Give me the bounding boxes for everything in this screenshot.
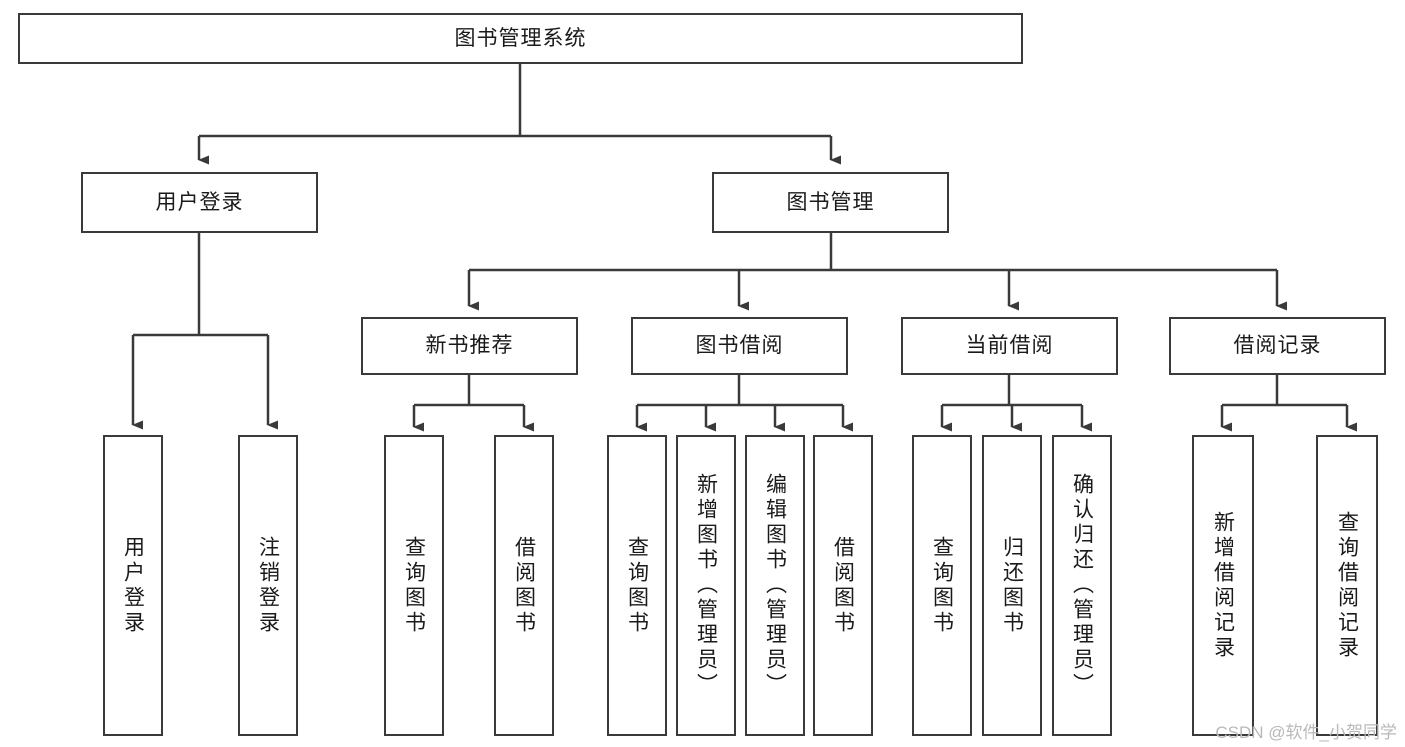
node-user-login[interactable]: 用户登录 — [81, 172, 318, 233]
leaf-borrow-book-1-label: 借阅图书 — [512, 535, 536, 636]
leaf-query-book-3-label: 查询图书 — [930, 535, 954, 636]
node-book-manage-label: 图书管理 — [786, 190, 875, 214]
leaf-return-book[interactable]: 归还图书 — [982, 435, 1042, 736]
node-book-borrow-label: 图书借阅 — [695, 334, 784, 358]
watermark: CSDN @软件_小贺同学 — [1215, 723, 1397, 742]
leaf-borrow-book-1[interactable]: 借阅图书 — [494, 435, 554, 736]
leaf-add-record-label: 新增借阅记录 — [1211, 510, 1235, 661]
leaf-add-record[interactable]: 新增借阅记录 — [1192, 435, 1254, 736]
node-root[interactable]: 图书管理系统 — [18, 13, 1023, 64]
leaf-query-record-label: 查询借阅记录 — [1335, 510, 1359, 661]
leaf-query-book-3[interactable]: 查询图书 — [912, 435, 972, 736]
leaf-user-logout-label: 注销登录 — [256, 535, 280, 636]
leaf-query-record[interactable]: 查询借阅记录 — [1316, 435, 1378, 736]
node-book-manage[interactable]: 图书管理 — [712, 172, 949, 233]
leaf-query-book-2[interactable]: 查询图书 — [607, 435, 667, 736]
node-new-book-recommend[interactable]: 新书推荐 — [361, 317, 578, 375]
node-current-borrow-label: 当前借阅 — [965, 334, 1054, 358]
leaf-borrow-book-2[interactable]: 借阅图书 — [813, 435, 873, 736]
node-borrow-record[interactable]: 借阅记录 — [1169, 317, 1386, 375]
leaf-user-logout[interactable]: 注销登录 — [238, 435, 298, 736]
node-new-book-recommend-label: 新书推荐 — [425, 334, 514, 358]
leaf-confirm-return-label: 确认归还（管理员） — [1070, 473, 1094, 698]
leaf-add-book-label: 新增图书（管理员） — [694, 473, 718, 698]
leaf-return-book-label: 归还图书 — [1000, 535, 1024, 636]
leaf-user-login[interactable]: 用户登录 — [103, 435, 163, 736]
node-current-borrow[interactable]: 当前借阅 — [901, 317, 1118, 375]
leaf-borrow-book-2-label: 借阅图书 — [831, 535, 855, 636]
leaf-confirm-return[interactable]: 确认归还（管理员） — [1052, 435, 1112, 736]
node-borrow-record-label: 借阅记录 — [1233, 334, 1322, 358]
leaf-query-book-2-label: 查询图书 — [625, 535, 649, 636]
leaf-user-login-label: 用户登录 — [121, 535, 145, 636]
node-user-login-label: 用户登录 — [155, 190, 244, 214]
node-root-label: 图书管理系统 — [454, 26, 587, 50]
leaf-add-book[interactable]: 新增图书（管理员） — [676, 435, 736, 736]
leaf-edit-book-label: 编辑图书（管理员） — [763, 473, 787, 698]
leaf-query-book-1[interactable]: 查询图书 — [384, 435, 444, 736]
node-book-borrow[interactable]: 图书借阅 — [631, 317, 848, 375]
leaf-query-book-1-label: 查询图书 — [402, 535, 426, 636]
leaf-edit-book[interactable]: 编辑图书（管理员） — [745, 435, 805, 736]
